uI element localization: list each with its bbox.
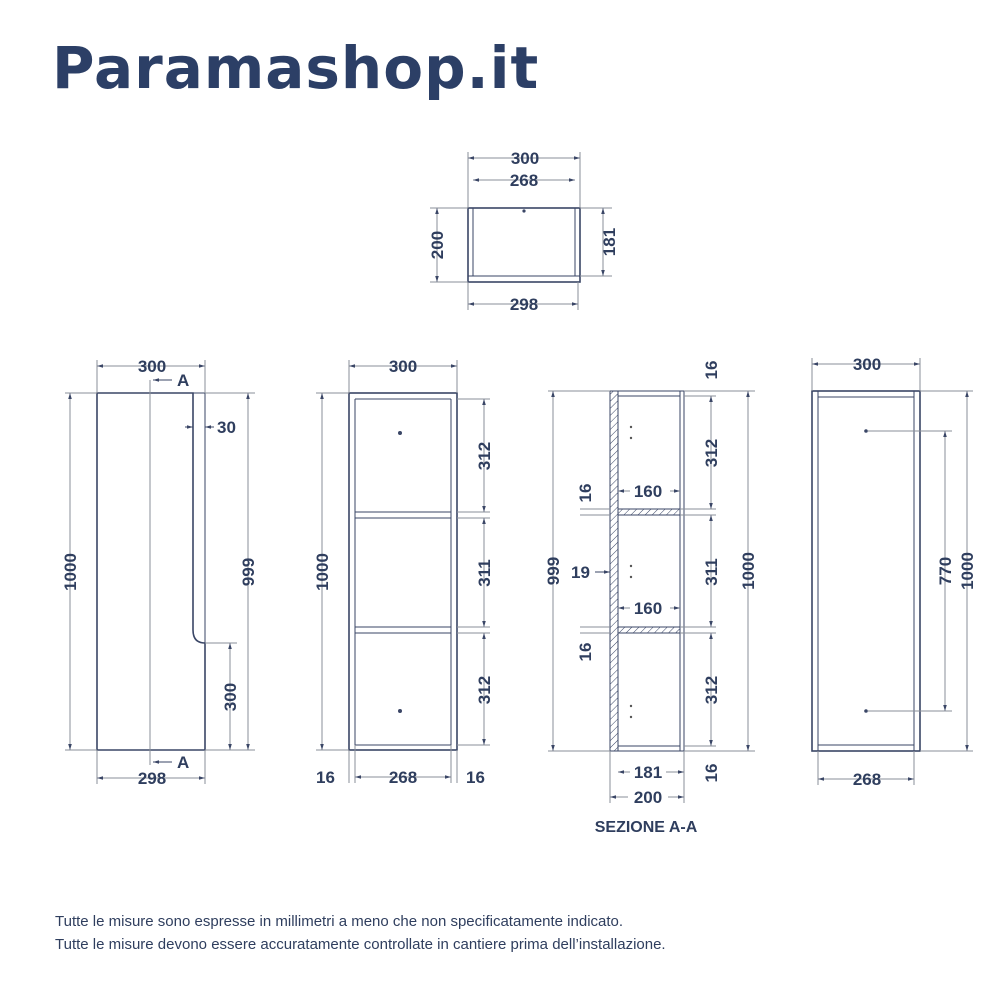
section-mark-bottom: A (177, 753, 189, 772)
dim-front-height: 1000 (313, 553, 332, 591)
dim-section-back: 19 (571, 563, 590, 582)
dim-section-shelf2: 16 (576, 643, 595, 662)
dim-section-shelf-depth1: 160 (634, 482, 662, 501)
brand-logo: Paramashop.it (52, 34, 540, 102)
dim-side-lip: 30 (217, 418, 236, 437)
knob-icon (398, 709, 402, 713)
dim-front-comp3: 312 (475, 676, 494, 704)
footer-notes: Tutte le misure sono espresse in millime… (55, 910, 666, 956)
dim-side-height-right: 999 (239, 558, 258, 586)
dim-side-bottom: 298 (138, 769, 166, 788)
dim-section-shelf1: 16 (576, 484, 595, 503)
dim-front-side-left: 16 (316, 768, 335, 787)
dim-top-width-bottom: 298 (510, 295, 538, 314)
dim-section-height-left: 999 (544, 557, 563, 585)
section-mark-top: A (177, 371, 189, 390)
section-title: SEZIONE A-A (595, 819, 698, 836)
dim-front-comp2: 311 (475, 559, 494, 586)
dim-side-width: 300 (138, 357, 166, 376)
footer-note-1: Tutte le misure sono espresse in millime… (55, 913, 624, 930)
dim-section-bottom: 16 (702, 764, 721, 783)
dim-section-comp3: 312 (702, 676, 721, 704)
dim-top-depth-inner: 181 (600, 228, 619, 256)
dim-side-height: 1000 (61, 553, 80, 591)
back-view: 300 770 1000 268 (811, 355, 977, 789)
knob-icon (398, 431, 402, 435)
dim-section-inner-depth: 181 (634, 763, 662, 782)
mounting-hole-icon (864, 709, 868, 713)
side-view: 300 A 1000 999 30 300 A 298 (61, 357, 258, 788)
front-view: 300 1000 312 311 312 268 16 16 (313, 357, 494, 787)
dim-back-hole-spacing: 770 (936, 557, 955, 585)
section-view: 999 1000 16 312 311 312 16 16 16 160 160 (544, 361, 758, 836)
mounting-hole-icon (864, 429, 868, 433)
dim-side-step: 300 (221, 683, 240, 711)
dim-front-side-right: 16 (466, 768, 485, 787)
dim-top-width-inner: 268 (510, 171, 538, 190)
dim-top-depth: 200 (428, 231, 447, 259)
top-view: 300 268 200 181 298 (428, 149, 619, 314)
dim-back-height: 1000 (958, 552, 977, 590)
dim-section-comp2: 311 (702, 558, 721, 585)
dim-section-height-right: 1000 (739, 552, 758, 590)
dim-section-comp1: 312 (702, 439, 721, 467)
dim-front-inner-width: 268 (389, 768, 417, 787)
dim-section-top: 16 (702, 361, 721, 380)
dim-front-width: 300 (389, 357, 417, 376)
dim-section-depth: 200 (634, 788, 662, 807)
dim-back-inner-width: 268 (853, 770, 881, 789)
dim-front-comp1: 312 (475, 442, 494, 470)
dim-section-shelf-depth2: 160 (634, 599, 662, 618)
footer-note-2: Tutte le misure devono essere accuratame… (55, 936, 666, 953)
dim-back-width: 300 (853, 355, 881, 374)
dim-top-width-outer: 300 (511, 149, 539, 168)
